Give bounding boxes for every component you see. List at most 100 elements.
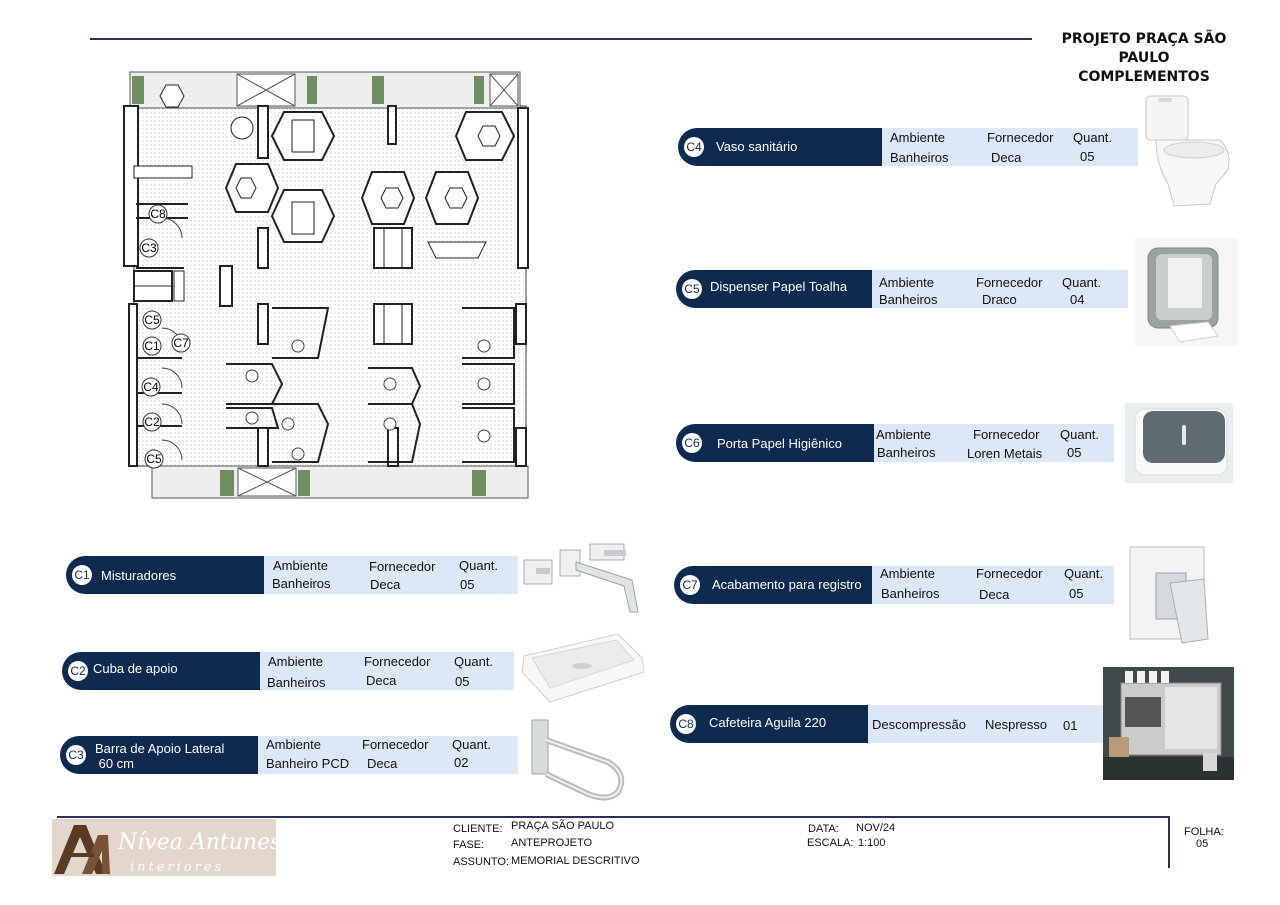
item-c3: C3 Barra de Apoio Lateral 60 cm Ambiente… (60, 736, 518, 774)
plan-label-c1: C1 (144, 339, 160, 353)
item-c7-name: Acabamento para registro (712, 577, 862, 592)
title-line-1: PROJETO PRAÇA SÃO PAULO (1061, 31, 1227, 66)
item-c8-name: Cafeteira Aguila 220 (709, 715, 827, 730)
item-c5-quant: 04 (1070, 292, 1085, 307)
item-c5-h-amb: Ambiente (879, 275, 934, 290)
item-c1-name: Misturadores (101, 568, 177, 583)
item-c6: C6 Porta Papel Higiênico Ambiente Fornec… (676, 424, 1114, 462)
item-c6-ambiente: Banheiros (877, 445, 936, 460)
item-c1-fornecedor: Deca (370, 577, 401, 592)
plan-label-c7: C7 (173, 336, 189, 350)
plan-label-c3: C3 (141, 241, 157, 255)
item-c1-header: C1 Misturadores (66, 556, 264, 594)
item-c5-fornecedor: Draco (982, 292, 1017, 307)
item-c5: C5 Dispenser Papel Toalha Ambiente Forne… (676, 270, 1128, 308)
item-c4-quant: 05 (1080, 149, 1095, 164)
item-c3-h-forn: Fornecedor (362, 737, 429, 752)
item-c5-h-quant: Quant. (1062, 275, 1102, 290)
escala-label: ESCALA: (807, 837, 854, 849)
item-c7-fornecedor: Deca (979, 587, 1010, 602)
item-c7-h-amb: Ambiente (880, 566, 935, 581)
plan-label-c5-top: C5 (144, 313, 160, 327)
item-c4-h-quant: Quant. (1073, 130, 1113, 145)
cliente-label: CLIENTE: (453, 823, 503, 835)
item-c2-specs (260, 652, 514, 690)
item-c7-header: C7 Acabamento para registro (674, 566, 872, 604)
item-c2-header: C2 Cuba de apoio (62, 652, 260, 690)
item-c2-h-amb: Ambiente (268, 654, 323, 669)
plan-label-c4: C4 (143, 380, 159, 394)
item-c3-quant: 02 (454, 755, 469, 770)
item-c8: C8 Cafeteira Aguila 220 Descompressão Ne… (670, 705, 1104, 743)
item-c2-fornecedor: Deca (366, 673, 397, 688)
item-c3-h-amb: Ambiente (266, 737, 321, 752)
item-c5-name: Dispenser Papel Toalha (710, 279, 848, 294)
footer-divider (1168, 816, 1170, 868)
item-c1-code: C1 (72, 565, 92, 585)
item-c1-specs (264, 556, 518, 594)
item-c7: C7 Acabamento para registro Ambiente For… (674, 566, 1114, 604)
item-c6-h-amb: Ambiente (876, 427, 931, 442)
assunto-value: MEMORIAL DESCRITIVO (511, 855, 640, 867)
item-c4-name: Vaso sanitário (716, 139, 798, 154)
item-c2-name: Cuba de apoio (93, 661, 178, 676)
plan-label-c2: C2 (144, 415, 160, 429)
item-c4-h-forn: Fornecedor (987, 130, 1054, 145)
item-c4-specs (882, 128, 1138, 166)
item-c4-ambiente: Banheiros (890, 150, 949, 165)
sink-bowl-photo (520, 628, 645, 706)
toilet-photo (1140, 94, 1236, 212)
item-c8-specs (868, 705, 1104, 743)
item-c5-header: C5 Dispenser Papel Toalha (676, 270, 872, 308)
item-c2-ambiente: Banheiros (267, 675, 326, 690)
toilet-paper-holder-photo (1125, 403, 1233, 483)
item-c2-quant: 05 (455, 674, 470, 689)
title-line-2: COMPLEMENTOS (1078, 69, 1210, 85)
item-c7-h-forn: Fornecedor (976, 566, 1043, 581)
coffee-machine-photo (1103, 667, 1234, 780)
item-c4-h-amb: Ambiente (890, 130, 945, 145)
item-c3-name: Barra de Apoio Lateral 60 cm (95, 741, 225, 771)
item-c4-fornecedor: Deca (991, 150, 1022, 165)
header-rule (90, 38, 1032, 40)
item-c1: C1 Misturadores Ambiente Fornecedor Quan… (66, 556, 518, 594)
cliente-value: PRAÇA SÃO PAULO (511, 820, 615, 832)
item-c6-header: C6 Porta Papel Higiênico (676, 424, 874, 462)
folha-value: 05 (1196, 838, 1209, 850)
item-c6-h-quant: Quant. (1060, 427, 1100, 442)
item-c3-specs (258, 736, 518, 774)
item-c4-header: C4 Vaso sanitário (678, 128, 882, 166)
item-c1-h-quant: Quant. (459, 558, 499, 573)
item-c6-specs (874, 424, 1114, 462)
item-c5-specs (872, 270, 1128, 308)
item-c1-quant: 05 (460, 577, 475, 592)
item-c8-header: C8 Cafeteira Aguila 220 (670, 705, 868, 743)
item-c8-quant: 01 (1063, 718, 1078, 733)
item-c5-code: C5 (682, 279, 702, 299)
logo-subtext: interiores (130, 860, 224, 875)
folha-label: FOLHA: (1184, 826, 1224, 838)
item-c1-h-amb: Ambiente (273, 558, 328, 573)
grab-bar-photo (528, 716, 630, 804)
footer-rule (57, 816, 1170, 818)
company-logo: Nívea Antunes interiores (52, 819, 281, 876)
item-c3-ambiente: Banheiro PCD (266, 756, 350, 771)
item-c5-h-forn: Fornecedor (976, 275, 1043, 290)
item-c6-quant: 05 (1067, 445, 1082, 460)
data-value: NOV/24 (856, 822, 896, 834)
item-c7-quant: 05 (1069, 586, 1084, 601)
plan-label-c5-bottom: C5 (146, 452, 162, 466)
item-c3-header: C3 Barra de Apoio Lateral 60 cm (60, 736, 258, 774)
item-c7-code: C7 (680, 575, 700, 595)
mixer-faucet-photo (520, 540, 640, 616)
plan-label-c8: C8 (150, 207, 166, 221)
item-c2: C2 Cuba de apoio Ambiente Fornecedor Qua… (62, 652, 514, 690)
item-c3-fornecedor: Deca (367, 756, 398, 771)
page-title: PROJETO PRAÇA SÃO PAULO COMPLEMENTOS (1034, 30, 1254, 87)
item-c8-ambiente: Descompressão (872, 717, 966, 732)
towel-dispenser-photo (1134, 238, 1238, 346)
item-c6-h-forn: Fornecedor (973, 427, 1040, 442)
escala-value: 1:100 (858, 837, 886, 849)
logo-text: Nívea Antunes (117, 830, 276, 855)
item-c1-h-forn: Fornecedor (369, 559, 436, 574)
